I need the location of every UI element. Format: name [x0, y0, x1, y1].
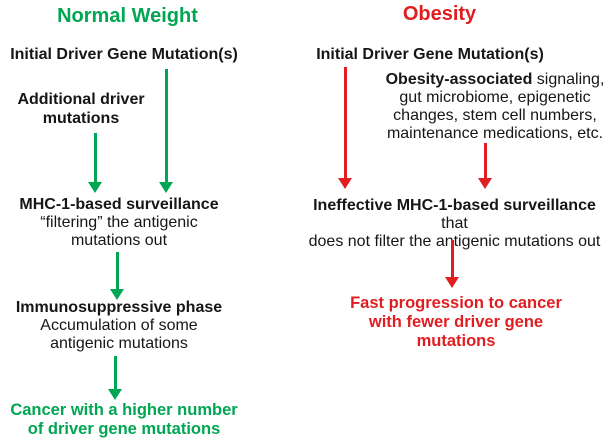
arrow-head — [338, 178, 352, 189]
factors-line3: changes, stem cell numbers, — [393, 107, 597, 124]
immunosuppressive-heading: Immunosuppressive phase — [15, 299, 223, 316]
normal-outcome-line2: of driver gene mutations — [27, 420, 221, 438]
ineffective-surveillance-rest: that — [441, 215, 468, 232]
arrow-stem — [483, 143, 487, 178]
red-arrow-initial-to-ineffective-surveillance — [338, 67, 352, 189]
immunosuppressive-line2: Accumulation of some — [40, 317, 198, 334]
mhc1-surveillance-line3: mutations out — [70, 232, 168, 249]
obesity-outcome-line2: with fewer driver gene — [368, 313, 544, 331]
arrow-head — [88, 182, 102, 193]
normal-initial-driver-mutation-label: Initial Driver Gene Mutation(s) — [10, 46, 238, 63]
green-arrow-immunosuppressive-to-cancer — [108, 356, 122, 400]
factors-line4: maintenance medications, etc. — [386, 125, 604, 142]
factors-line2: gut microbiome, epigenetic — [399, 89, 591, 106]
normal-immunosuppressive-block: Immunosuppressive phase Accumulation of … — [0, 299, 238, 353]
ineffective-surveillance-line2: does not filter the antigenic mutations … — [308, 233, 601, 250]
mhc1-surveillance-line2: “filtering” the antigenic — [40, 214, 198, 231]
arrow-stem — [164, 69, 168, 182]
arrow-stem — [93, 133, 97, 182]
obesity-title: Obesity — [402, 3, 477, 25]
factors-line1-rest: signaling, — [532, 71, 605, 88]
arrow-head — [478, 178, 492, 189]
obesity-outcome-line3: mutations — [416, 332, 496, 350]
arrow-stem — [113, 356, 117, 389]
mhc1-surveillance-heading: MHC-1-based surveillance — [19, 196, 219, 213]
immunosuppressive-line3: antigenic mutations — [50, 335, 188, 352]
obesity-associated-factors-block: Obesity-associated signaling, gut microb… — [380, 71, 609, 143]
arrow-head — [159, 182, 173, 193]
normal-cancer-outcome-label: Cancer with a higher number of driver ge… — [0, 401, 248, 439]
arrow-stem — [343, 67, 347, 178]
additional-driver-line2: mutations — [42, 110, 120, 127]
factors-line1: Obesity-associated signaling, — [380, 71, 609, 89]
ineffective-surveillance-line1: Ineffective MHC-1-based surveillance tha… — [300, 197, 609, 233]
arrow-stem — [450, 240, 454, 277]
green-arrow-surveillance-to-immunosuppressive — [110, 252, 124, 300]
obesity-outcome-line1: Fast progression to cancer — [350, 294, 562, 312]
arrow-head — [110, 289, 124, 300]
arrow-head — [108, 389, 122, 400]
factors-line1-bold: Obesity-associated — [385, 71, 533, 88]
normal-additional-driver-mutations-label: Additional driver mutations — [0, 90, 162, 128]
green-arrow-initial-to-surveillance — [159, 69, 173, 193]
normal-weight-title: Normal Weight — [57, 5, 198, 27]
red-arrow-factors-to-ineffective-surveillance — [478, 143, 492, 189]
red-arrow-surveillance-to-fast-progression — [445, 240, 459, 288]
obesity-fast-progression-outcome-label: Fast progression to cancer with fewer dr… — [340, 294, 572, 351]
obesity-ineffective-surveillance-block: Ineffective MHC-1-based surveillance tha… — [300, 197, 609, 251]
normal-outcome-line1: Cancer with a higher number — [10, 401, 238, 419]
arrow-stem — [115, 252, 119, 289]
green-arrow-additional-to-surveillance — [88, 133, 102, 193]
obesity-initial-driver-mutation-label: Initial Driver Gene Mutation(s) — [316, 46, 544, 63]
arrow-head — [445, 277, 459, 288]
additional-driver-line1: Additional driver — [17, 91, 145, 108]
normal-mhc1-surveillance-block: MHC-1-based surveillance “filtering” the… — [0, 196, 238, 250]
ineffective-surveillance-bold: Ineffective MHC-1-based surveillance — [313, 197, 596, 214]
